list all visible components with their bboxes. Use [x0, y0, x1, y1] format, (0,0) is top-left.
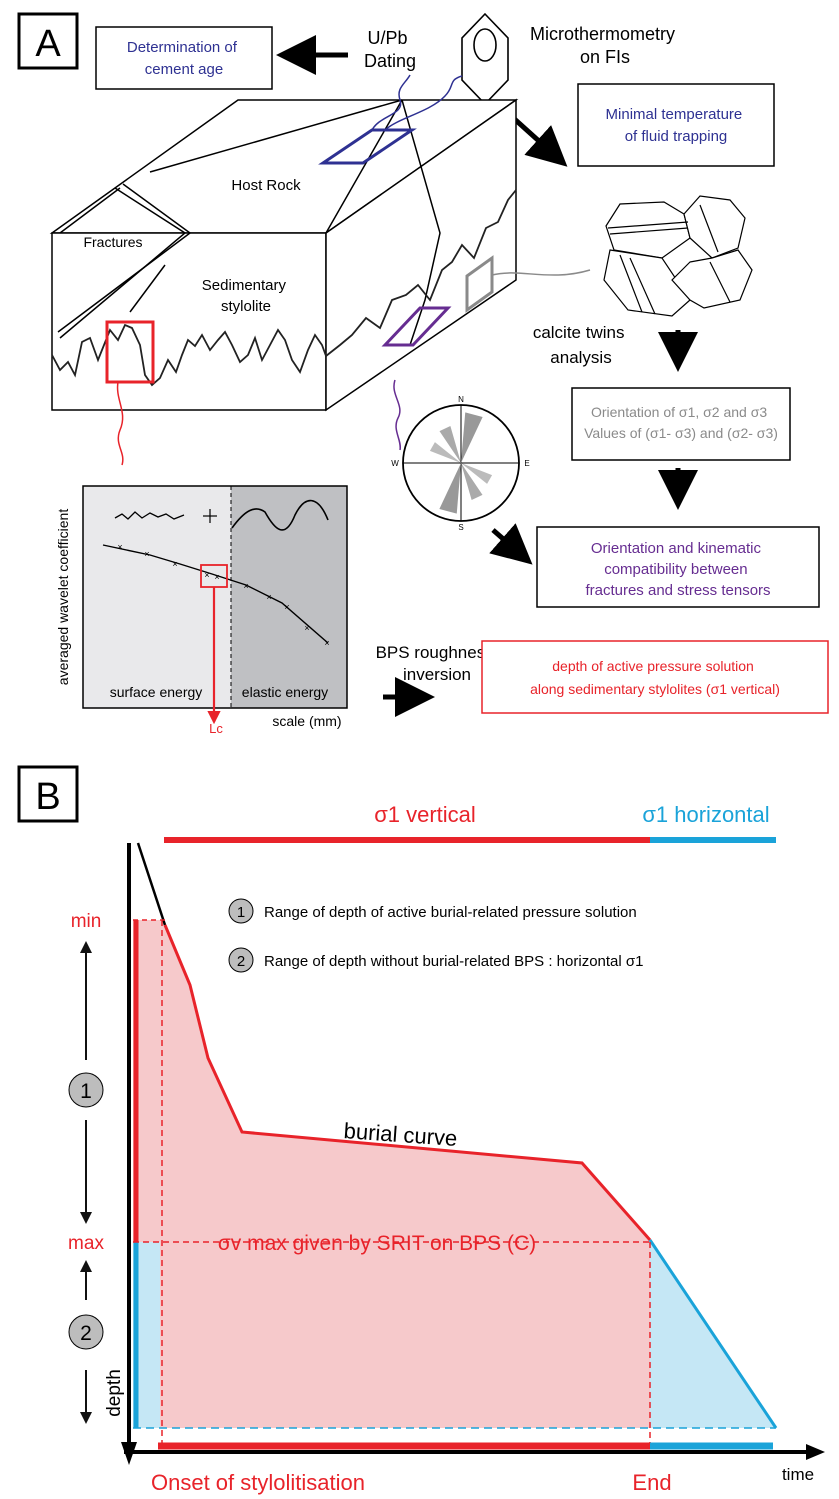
- cement-age-text: Determination of cement age: [127, 39, 241, 78]
- range-2-num: 2: [80, 1322, 92, 1345]
- depth-pressure-box: [481, 640, 829, 714]
- crystal-icon: [461, 12, 509, 106]
- panel-b-label-box: [17, 765, 79, 823]
- range-1-badge: [68, 1072, 104, 1108]
- svg-text:×: ×: [214, 572, 219, 582]
- sigma-vertical-label: σ1 vertical: [374, 802, 476, 827]
- min-temp-text: Minimal temperature of fluid trapping: [606, 106, 747, 145]
- svg-text:×: ×: [117, 542, 122, 552]
- wavelet-plot: × × × × × × × × × × surface energy elastic ene…: [55, 485, 348, 736]
- range-2-badge: [68, 1314, 104, 1350]
- sedimentary-stylolite-label: Sedimentary stylolite: [202, 277, 290, 315]
- mini-rough-trace: [114, 511, 185, 520]
- stylolite-trace-side: [325, 189, 517, 357]
- fractures-label: Fractures: [83, 234, 142, 250]
- upb-dating-label: U/Pb Dating: [364, 28, 416, 71]
- rose-diagram: N E S W: [391, 395, 529, 532]
- twin-sample-gray: [465, 255, 494, 313]
- wavelet-points: × × × × × × × × × ×: [117, 542, 329, 648]
- panel-a-label: A: [35, 23, 61, 65]
- burial-curve-black: [136, 842, 167, 926]
- legend-2-badge: [228, 947, 254, 973]
- block-front-face: [51, 232, 327, 411]
- min-label: min: [71, 911, 102, 932]
- svg-text:×: ×: [204, 570, 209, 580]
- lc-label: Lc: [209, 721, 223, 736]
- mini-smooth-trace: [231, 499, 329, 531]
- cement-sample-blue: [318, 128, 417, 165]
- depth-pressure-text: depth of active pressure solution along …: [530, 658, 780, 697]
- sigma-horizontal-label: σ1 horizontal: [642, 802, 769, 827]
- rock-block: [49, 98, 519, 412]
- time-axis-arrowhead: [806, 1444, 825, 1460]
- elastic-energy-label: elastic energy: [242, 684, 328, 700]
- block-side-face: [325, 98, 517, 412]
- red-connector: [116, 381, 124, 466]
- svg-text:×: ×: [144, 549, 149, 559]
- svg-text:×: ×: [172, 559, 177, 569]
- panel-b: B σ1 vertical σ1 horizontal: [17, 765, 825, 1495]
- end-label: End: [632, 1470, 671, 1495]
- svg-text:×: ×: [266, 592, 271, 602]
- rose-east: E: [524, 459, 529, 468]
- burial-curve-cyan: [648, 1239, 778, 1429]
- wavelet-curve: [102, 544, 329, 644]
- legend-1-badge: [228, 898, 254, 924]
- legend-1-text: Range of depth of active burial-related …: [264, 904, 637, 921]
- stylolite-sample-red: [105, 320, 155, 384]
- orientation-text: Orientation of σ1, σ2 and σ3 Values of (…: [584, 404, 778, 441]
- gray-connector: [491, 269, 591, 276]
- max-label: max: [68, 1233, 104, 1254]
- microthermometry-label: Microthermometry on FIs: [530, 24, 680, 67]
- cement-age-box: [95, 26, 273, 90]
- svg-text:×: ×: [243, 581, 248, 591]
- pink-area: [133, 920, 650, 1428]
- range-1-num: 1: [80, 1080, 92, 1103]
- calcite-grains-icon: [603, 195, 753, 317]
- host-rock-label: Host Rock: [231, 177, 301, 194]
- svg-text:×: ×: [284, 602, 289, 612]
- svg-text:×: ×: [324, 638, 329, 648]
- legend: 1 Range of depth of active burial-relate…: [228, 898, 643, 973]
- purple-connector: [393, 379, 401, 451]
- depth-axis-arrowhead: [121, 1442, 137, 1465]
- stylolite-trace-front: [51, 323, 327, 387]
- time-axis-label: time: [782, 1465, 814, 1484]
- rose-west: W: [391, 459, 399, 468]
- legend-2-num: 2: [237, 953, 245, 970]
- legend-2-text: Range of depth without burial-related BP…: [264, 953, 643, 970]
- scale-label: scale (mm): [272, 713, 341, 729]
- burial-curve-red: [163, 924, 652, 1241]
- kinematic-text: Orientation and kinematic compatibility …: [585, 540, 770, 599]
- bps-inversion-label: BPS roughness inversion: [376, 643, 499, 684]
- surface-energy-label: surface energy: [110, 684, 203, 700]
- rose-south: S: [458, 523, 463, 532]
- orientation-box: [571, 387, 791, 461]
- depth-axis-label: depth: [104, 1369, 125, 1417]
- rose-north: N: [458, 395, 464, 404]
- onset-label: Onset of stylolitisation: [151, 1470, 365, 1495]
- panel-a: A Determination of cement age U/Pb Datin…: [17, 12, 829, 736]
- panel-a-label-box: [17, 12, 79, 70]
- min-temp-box: [577, 83, 775, 167]
- calcite-twins-label: calcite twins analysis: [533, 323, 629, 367]
- arrow-to-min-temp: [508, 113, 568, 167]
- fracture-sample-purple: [381, 306, 452, 347]
- light-cyan-area: [133, 1242, 160, 1428]
- sigma-v-max-label: σv max given by SRIT on BPS (C): [218, 1232, 536, 1255]
- wavelet-ylabel: averaged wavelet coefficient: [55, 509, 71, 686]
- arrow-to-kinematic-box: [489, 523, 533, 565]
- panel-b-label: B: [35, 776, 60, 818]
- legend-1-num: 1: [237, 904, 245, 921]
- svg-text:×: ×: [304, 623, 309, 633]
- blue-connector-2: [384, 75, 463, 131]
- fracture-lines: [57, 99, 441, 346]
- kinematic-box: [536, 526, 820, 608]
- blue-connector-1: [371, 74, 411, 131]
